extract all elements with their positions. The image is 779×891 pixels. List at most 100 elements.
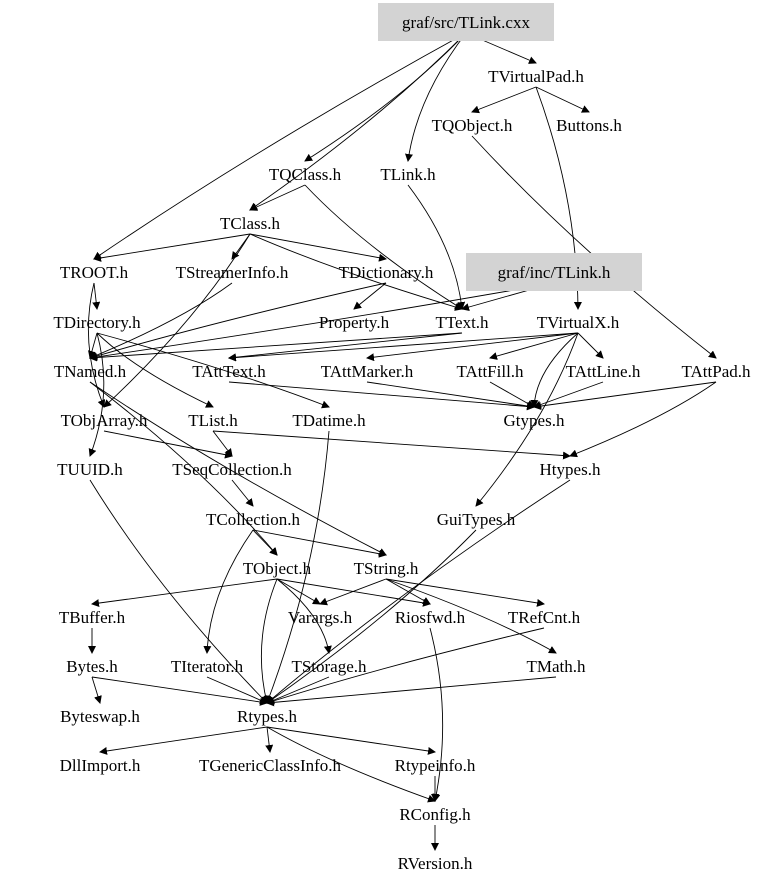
node-inc[interactable]: graf/inc/TLink.h (466, 253, 642, 291)
node-htypes[interactable]: Htypes.h (540, 460, 601, 479)
node-buttons[interactable]: Buttons.h (556, 116, 622, 135)
node-tbuffer[interactable]: TBuffer.h (59, 608, 126, 627)
node-guitypes[interactable]: GuiTypes.h (437, 510, 516, 529)
node-tnamed[interactable]: TNamed.h (54, 362, 127, 381)
node-label: RVersion.h (398, 854, 473, 873)
node-riosfwd[interactable]: Riosfwd.h (395, 608, 466, 627)
edge-tcollection-to-tstring (252, 529, 387, 558)
node-trefcnt[interactable]: TRefCnt.h (508, 608, 581, 627)
node-tmath[interactable]: TMath.h (526, 657, 586, 676)
edge-tseqcollection-to-tcollection (231, 479, 254, 507)
edge-ttext-to-tatttext (228, 332, 463, 362)
node-tqobject[interactable]: TQObject.h (432, 116, 513, 135)
node-ttext[interactable]: TText.h (435, 313, 489, 332)
node-tattmarker[interactable]: TAttMarker.h (321, 362, 414, 381)
node-tvirtualpad[interactable]: TVirtualPad.h (488, 67, 584, 86)
node-tgenericclassinfo[interactable]: TGenericClassInfo.h (199, 756, 342, 775)
edge-tvirtualx-to-tattline (577, 332, 604, 359)
node-label: TSeqCollection.h (172, 460, 292, 479)
edge-tuuid-to-rtypes (89, 479, 268, 704)
edge-tcollection-to-tobject (252, 529, 278, 556)
edge-tlist-to-htypes (212, 430, 571, 460)
node-tstorage[interactable]: TStorage.h (291, 657, 367, 676)
node-tvirtualx[interactable]: TVirtualX.h (537, 313, 620, 332)
edge-troot-to-tdirectory (92, 282, 101, 310)
node-tqclass[interactable]: TQClass.h (269, 165, 342, 184)
node-tatttext[interactable]: TAttText.h (192, 362, 266, 381)
node-label: TVirtualPad.h (488, 67, 584, 86)
edge-troot-to-tobjarray (87, 282, 106, 408)
node-label: Varargs.h (288, 608, 353, 627)
edge-rtypes-to-rconfig (266, 726, 436, 803)
node-label: Byteswap.h (60, 707, 140, 726)
node-rconfig[interactable]: RConfig.h (399, 805, 471, 824)
edge-tlinkh-to-ttext (407, 184, 466, 310)
node-tobjarray[interactable]: TObjArray.h (61, 411, 148, 430)
node-label: TDictionary.h (339, 263, 434, 282)
node-rtypeinfo[interactable]: Rtypeinfo.h (395, 756, 476, 775)
node-label: TString.h (354, 559, 419, 578)
node-label: Rtypes.h (237, 707, 297, 726)
node-label: TGenericClassInfo.h (199, 756, 342, 775)
node-property[interactable]: Property.h (319, 313, 390, 332)
node-tuuid[interactable]: TUUID.h (57, 460, 123, 479)
node-label: TAttText.h (192, 362, 266, 381)
node-label: TStreamerInfo.h (176, 263, 289, 282)
node-tattpad[interactable]: TAttPad.h (682, 362, 751, 381)
edge-tvirtualx-to-gtypes (530, 332, 579, 408)
edge-tobject-to-rtypes (260, 578, 278, 704)
edge-trefcnt-to-rtypes (266, 627, 545, 705)
node-label: TStorage.h (291, 657, 367, 676)
edge-bytes-to-byteswap (91, 676, 102, 704)
edge-tvirtualx-to-guitypes (475, 332, 579, 507)
edge-tvirtualx-to-tatttext (228, 332, 579, 362)
edge-tnamed-to-tobject (89, 381, 278, 556)
node-label: TROOT.h (60, 263, 129, 282)
edge-tclass-to-tdictionary (249, 233, 387, 262)
node-rversion[interactable]: RVersion.h (398, 854, 473, 873)
node-rtypes[interactable]: Rtypes.h (237, 707, 297, 726)
node-label: Bytes.h (66, 657, 118, 676)
edge-src-to-tclass (249, 32, 467, 211)
edge-riosfwd-to-rconfig (429, 627, 444, 802)
edge-tdictionary-to-property (353, 282, 387, 310)
edge-rtypes-to-tgenericclassinfo (265, 726, 274, 753)
node-tattfill[interactable]: TAttFill.h (456, 362, 524, 381)
node-label: graf/inc/TLink.h (498, 263, 611, 282)
edge-tattpad-to-htypes (569, 381, 717, 458)
node-tlist[interactable]: TList.h (188, 411, 238, 430)
node-gtypes[interactable]: Gtypes.h (504, 411, 565, 430)
node-label: TQClass.h (269, 165, 342, 184)
edge-tvirtualx-to-tattmarker (366, 332, 579, 362)
node-label: TVirtualX.h (537, 313, 620, 332)
node-tlinkh[interactable]: TLink.h (380, 165, 436, 184)
edge-src-to-tlinkh (405, 32, 467, 162)
node-tdatime[interactable]: TDatime.h (292, 411, 366, 430)
edge-tclass-to-ttext (249, 233, 463, 311)
node-tdictionary[interactable]: TDictionary.h (339, 263, 434, 282)
node-tcollection[interactable]: TCollection.h (206, 510, 300, 529)
node-tdirectory[interactable]: TDirectory.h (53, 313, 141, 332)
node-tstreamerinfo[interactable]: TStreamerInfo.h (176, 263, 289, 282)
edge-tclass-to-tobjarray (103, 233, 251, 408)
edge-tattpad-to-gtypes (533, 381, 717, 411)
node-varargs[interactable]: Varargs.h (288, 608, 353, 627)
node-tseqcollection[interactable]: TSeqCollection.h (172, 460, 292, 479)
edge-bytes-to-rtypes (91, 676, 268, 706)
edge-tmath-to-rtypes (266, 676, 557, 707)
node-label: Rtypeinfo.h (395, 756, 476, 775)
node-byteswap[interactable]: Byteswap.h (60, 707, 140, 726)
node-tstring[interactable]: TString.h (354, 559, 419, 578)
highlight-box (378, 3, 554, 41)
node-tattline[interactable]: TAttLine.h (566, 362, 641, 381)
node-troot[interactable]: TROOT.h (60, 263, 129, 282)
node-tobject[interactable]: TObject.h (243, 559, 312, 578)
edge-ttext-to-tnamed (89, 332, 463, 362)
node-titerator[interactable]: TIterator.h (171, 657, 244, 676)
edge-tdirectory-to-tdatime (96, 332, 330, 409)
node-dllimport[interactable]: DllImport.h (60, 756, 141, 775)
node-bytes[interactable]: Bytes.h (66, 657, 118, 676)
node-src[interactable]: graf/src/TLink.cxx (378, 3, 554, 41)
node-tclass[interactable]: TClass.h (220, 214, 280, 233)
edge-src-to-tqclass (304, 32, 467, 162)
